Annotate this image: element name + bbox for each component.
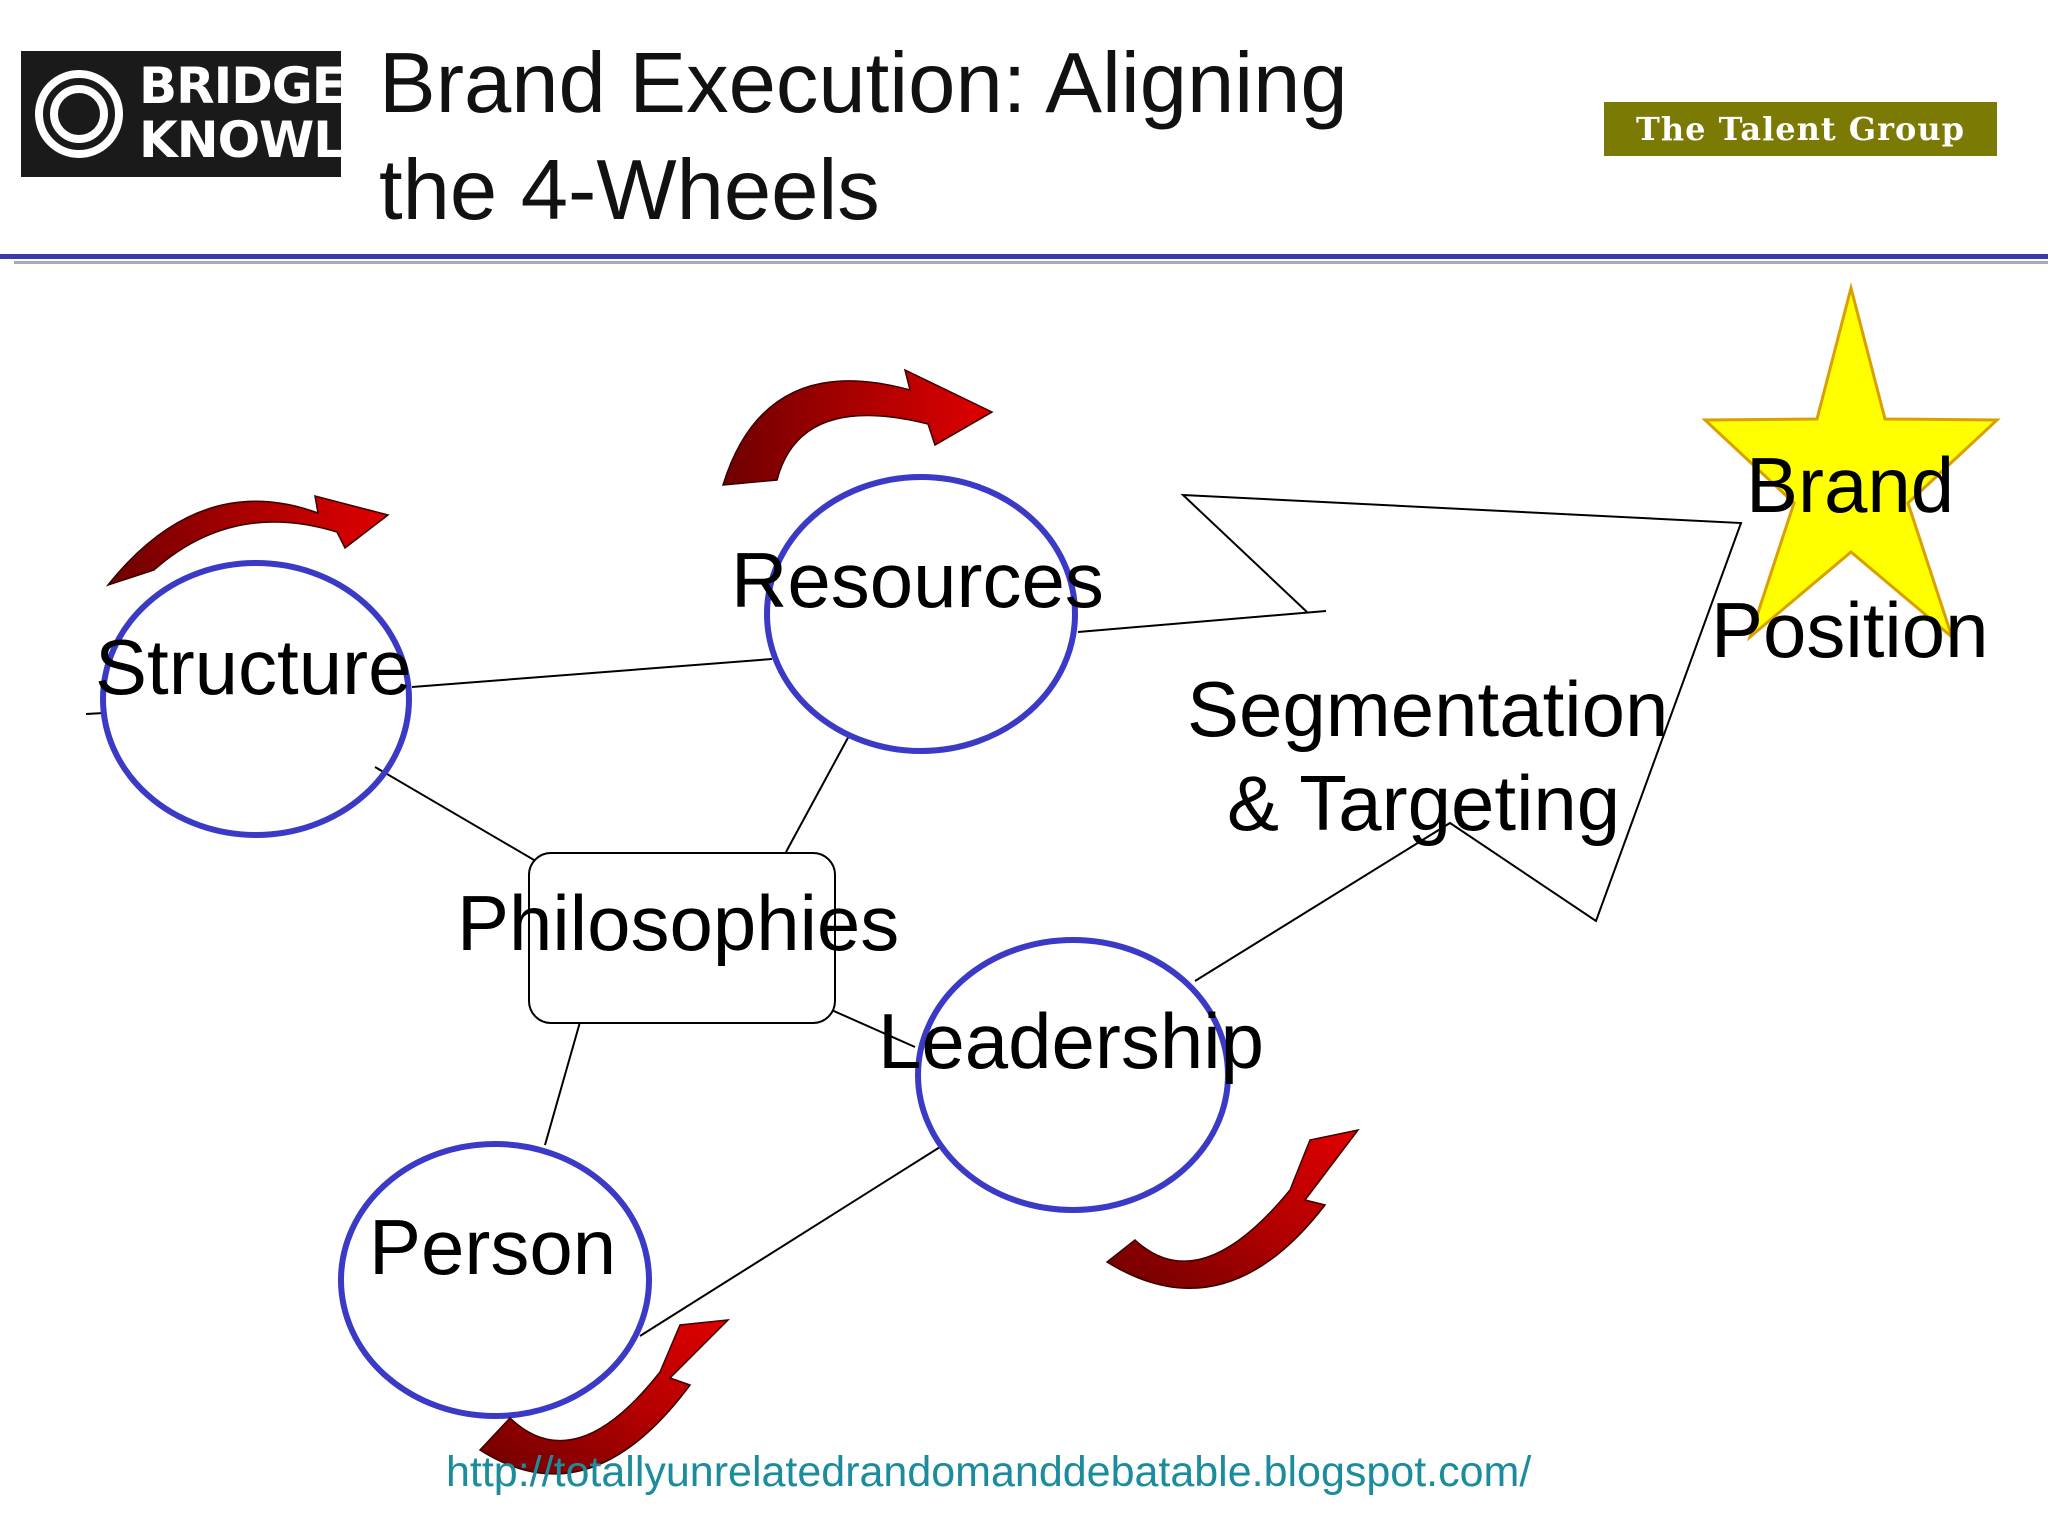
talent-group-logo: The Talent Group Inc. [1604, 102, 1997, 202]
philosophies-label: Philosophies [457, 879, 900, 967]
page-title: Brand Execution: Aligning the 4-Wheels [379, 30, 1479, 244]
leadership-rotation-arrow-icon [1105, 1128, 1360, 1289]
person-wheel [338, 1141, 652, 1419]
bridge-knowledge-logo: BRIDGE KNOWLE [21, 51, 378, 177]
structure-rotation-arrow-icon [105, 494, 390, 587]
wheels [100, 474, 1231, 1419]
philosophies-person-link [544, 1021, 581, 1146]
brand-label: Brand [1746, 441, 1955, 529]
source-url: http://totallyunrelatedrandomanddebatabl… [446, 1448, 1532, 1496]
concentric-circles-icon [35, 70, 123, 158]
person-label: Person [369, 1203, 617, 1291]
resources-label: Resources [731, 536, 1104, 624]
philosophies-box [528, 852, 836, 1024]
leadership-label: Leadership [878, 997, 1264, 1085]
leadership-wheel [915, 937, 1231, 1213]
position-label: Position [1711, 586, 1989, 674]
segmentation-label-line-1: Segmentation [1187, 665, 1669, 753]
segmentation-chevron [1180, 493, 1743, 982]
person-rotation-arrow-icon [478, 1319, 731, 1475]
title-line-2: the 4-Wheels [379, 143, 880, 238]
header-divider [0, 254, 2048, 259]
structure-philosophies-link [374, 766, 547, 868]
resources-segmentation-link [1077, 610, 1327, 633]
segmentation-label-line-2: & Targeting [1227, 759, 1621, 847]
connector-lines [85, 493, 1743, 1337]
resources-wheel [764, 474, 1078, 754]
resources-philosophies-link [785, 733, 851, 853]
logo-line-2: KNOWLE [139, 111, 378, 169]
logo-line-1: BRIDGE [139, 57, 346, 115]
structure-wheel [100, 560, 412, 838]
title-line-1: Brand Execution: Aligning [379, 36, 1348, 131]
brand-star-icon [1701, 282, 2001, 642]
structure-resources-link [411, 658, 773, 688]
header-divider-shadow [14, 261, 2048, 264]
leadership-person-link [639, 1146, 941, 1337]
structure-label: Structure [95, 623, 412, 711]
resources-rotation-arrow-icon [721, 368, 994, 486]
philosophies-leadership-link [817, 1003, 916, 1048]
